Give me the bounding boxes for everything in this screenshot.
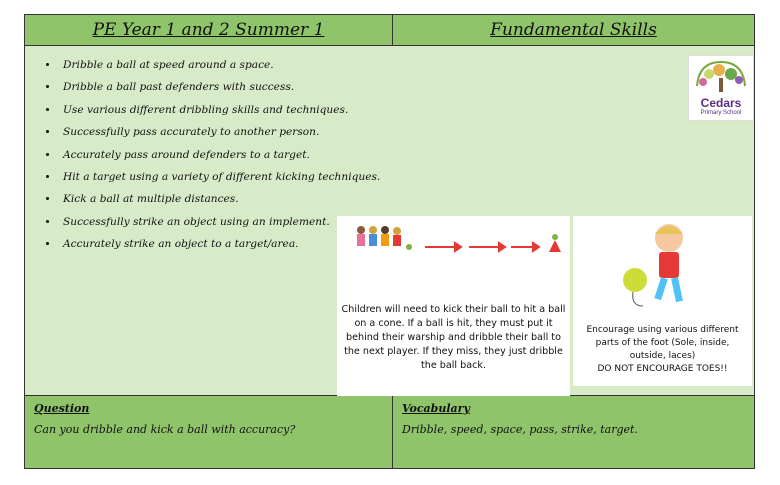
child-kicking-icon: [623, 224, 683, 307]
question-panel: Question Can you dribble and kick a ball…: [25, 396, 393, 468]
drill-diagram-icon: [357, 226, 561, 253]
question-text: Can you dribble and kick a ball with acc…: [34, 423, 296, 436]
unit-title: Fundamental Skills: [490, 20, 657, 40]
header-right: Fundamental Skills: [393, 15, 754, 46]
objective-item: Dribble a ball past defenders with succe…: [59, 76, 380, 98]
objectives-panel: Dribble a ball at speed around a space. …: [25, 46, 754, 398]
tree-icon: [696, 60, 746, 92]
objective-item: Accurately pass around defenders to a ta…: [59, 144, 380, 166]
technique-tip-text: Encourage using various different parts …: [586, 325, 739, 361]
header-left: PE Year 1 and 2 Summer 1: [25, 15, 393, 46]
technique-warning: DO NOT ENCOURAGE TOES!!: [597, 364, 728, 374]
logo-subtitle: Primary School: [700, 110, 742, 116]
vocabulary-heading: Vocabulary: [402, 402, 470, 415]
objective-item: Dribble a ball at speed around a space.: [59, 54, 380, 76]
vocabulary-text: Dribble, speed, space, pass, strike, tar…: [402, 423, 638, 436]
objective-item: Kick a ball at multiple distances.: [59, 188, 380, 210]
question-heading: Question: [34, 402, 90, 415]
school-logo: Cedars Primary School: [688, 55, 754, 121]
logo-name: Cedars: [700, 96, 742, 110]
sheet-title: PE Year 1 and 2 Summer 1: [92, 20, 325, 40]
objectives-list: Dribble a ball at speed around a space. …: [37, 54, 380, 256]
objective-item: Accurately strike an object to a target/…: [59, 233, 380, 255]
objective-item: Use various different dribbling skills a…: [59, 99, 380, 121]
objective-item: Successfully strike an object using an i…: [59, 211, 380, 233]
pe-planning-sheet: PE Year 1 and 2 Summer 1 Fundamental Ski…: [24, 14, 755, 469]
technique-tip: Encourage using various different parts …: [577, 324, 748, 376]
objective-item: Successfully pass accurately to another …: [59, 121, 380, 143]
drill-card: Children will need to kick their ball to…: [337, 216, 570, 398]
objective-item: Hit a target using a variety of differen…: [59, 166, 380, 188]
drill-description: Children will need to kick their ball to…: [341, 304, 566, 371]
technique-card: Encourage using various different parts …: [573, 216, 752, 386]
vocabulary-panel: Vocabulary Dribble, speed, space, pass, …: [393, 396, 754, 468]
